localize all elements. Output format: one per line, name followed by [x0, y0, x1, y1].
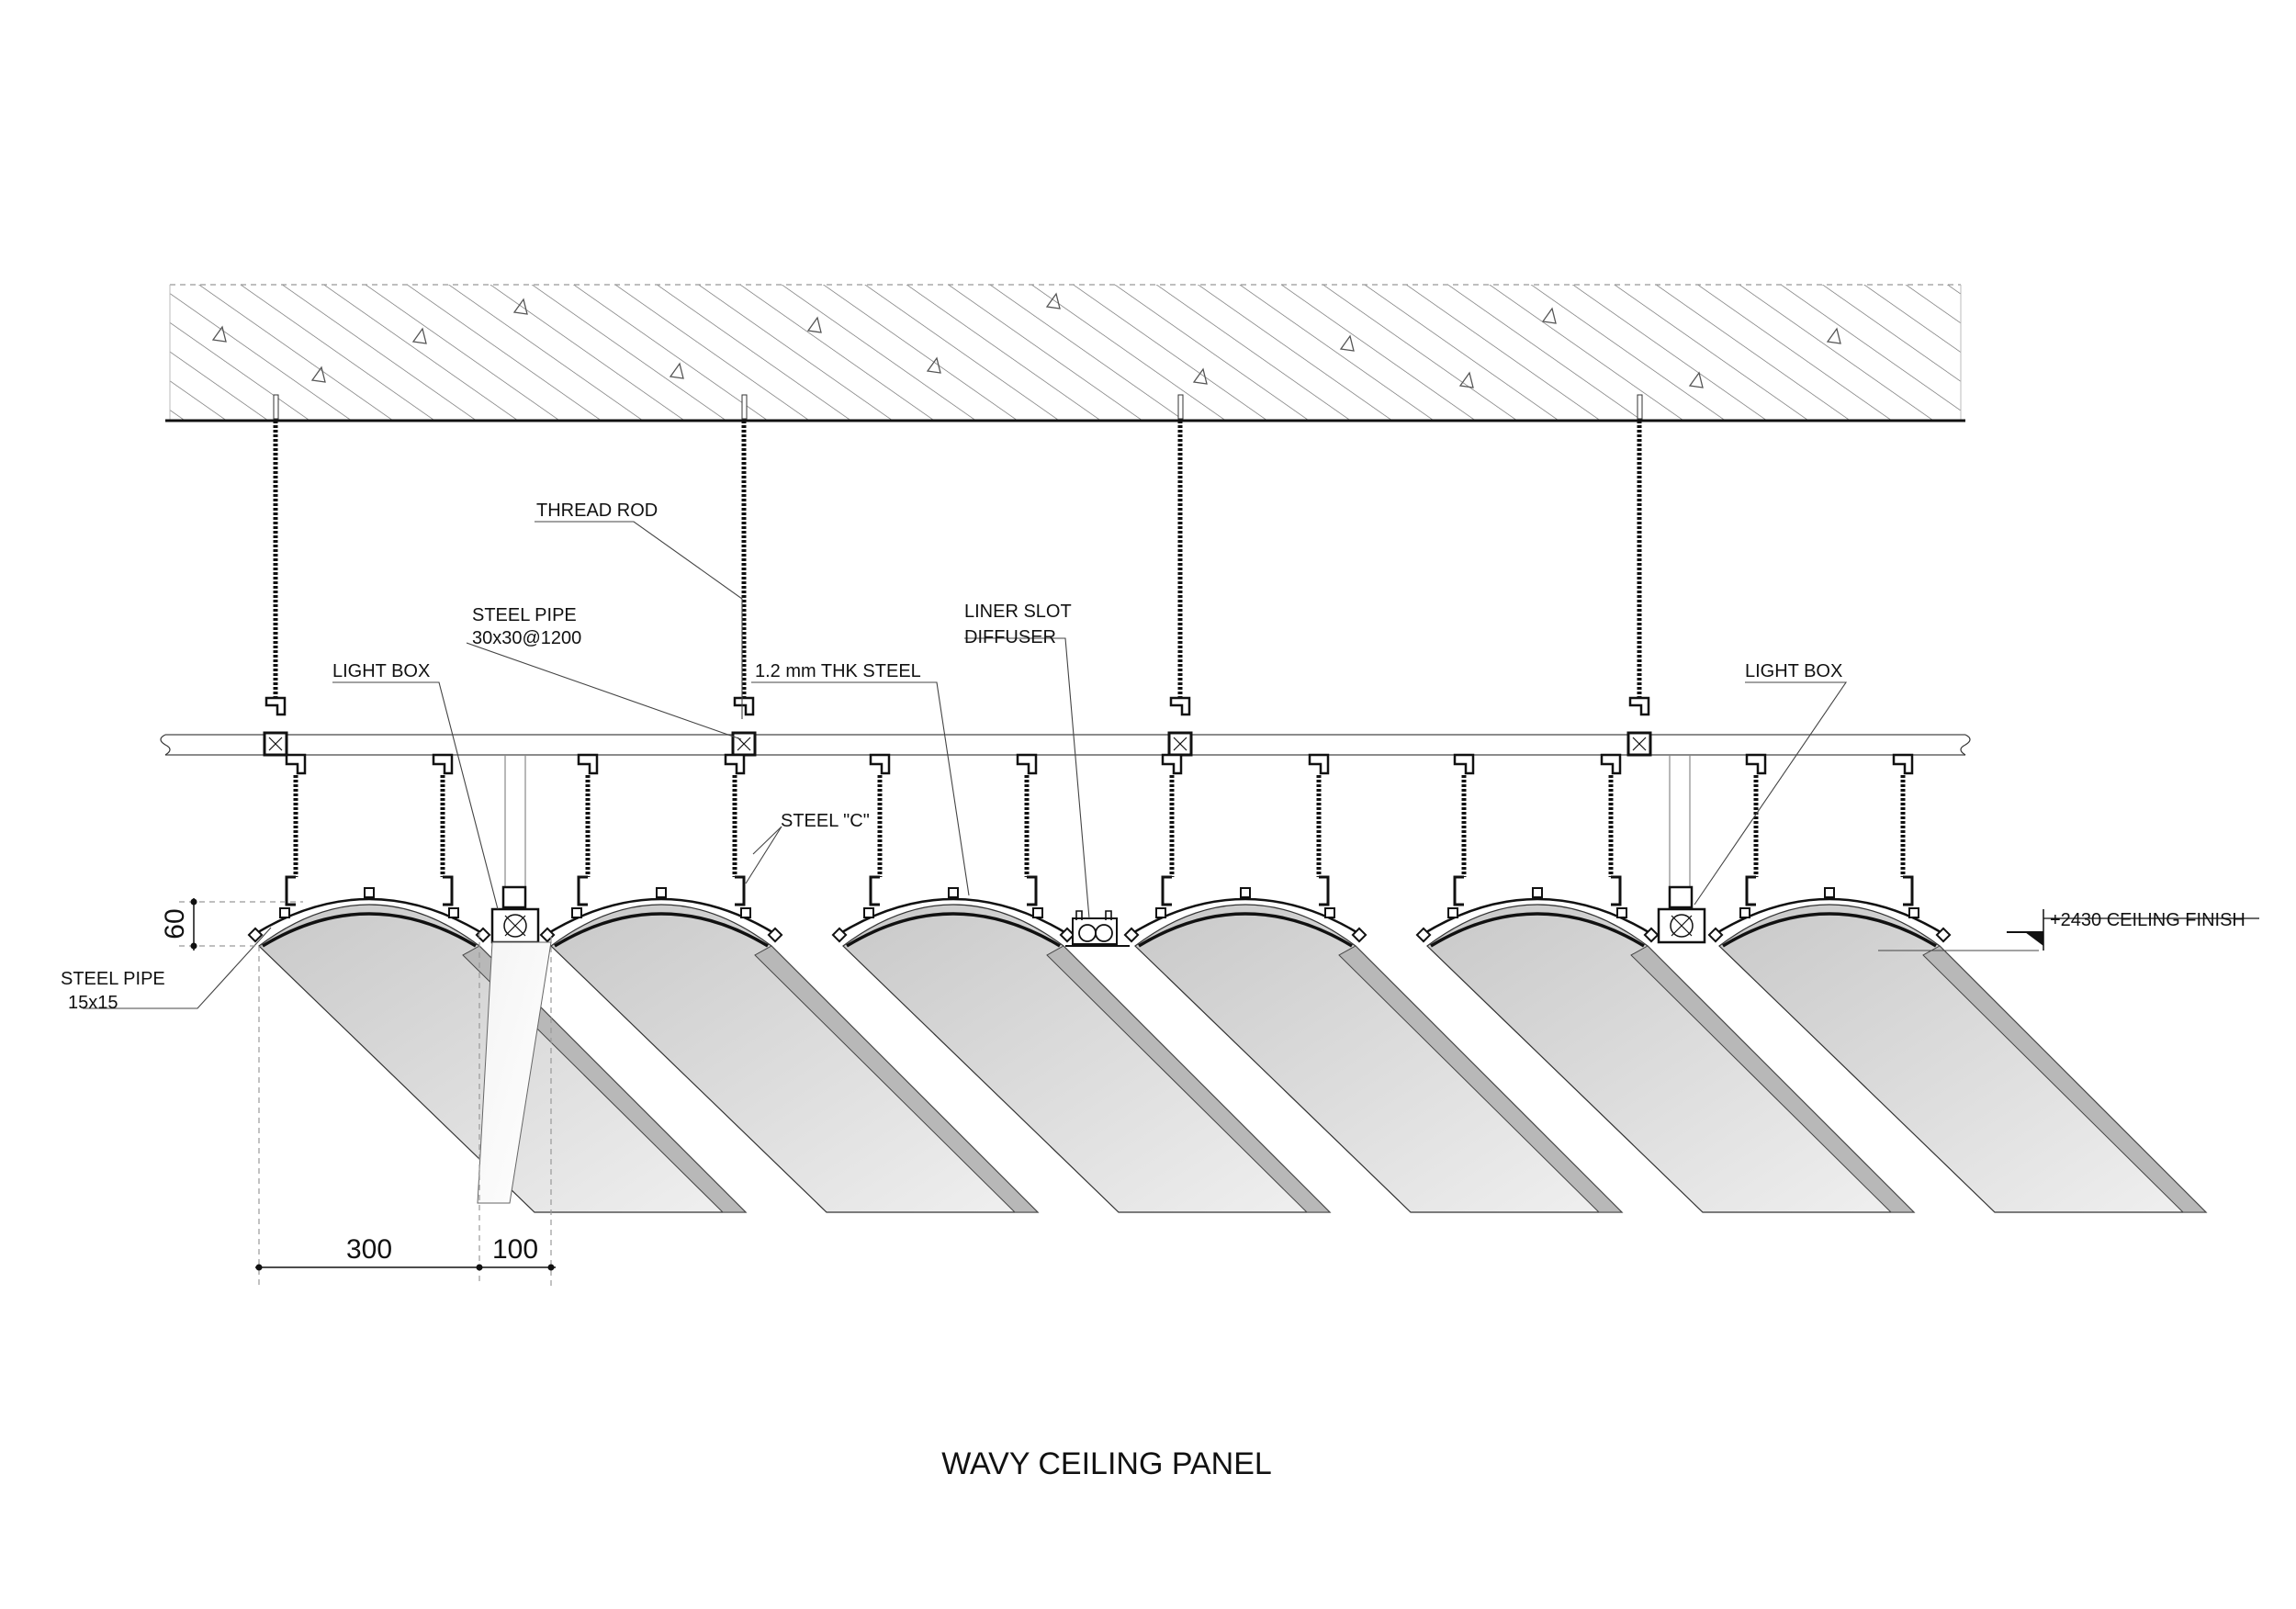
leader-lines [83, 521, 2039, 1009]
steel-c-bracket [1161, 753, 1183, 775]
label-steel-c: STEEL "C" [781, 811, 870, 831]
wavy-panels [247, 887, 2208, 1213]
steel-c-channel [1319, 875, 1330, 906]
label-thread-rod: THREAD ROD [536, 501, 658, 521]
label-light-box-left: LIGHT BOX [332, 661, 430, 681]
concrete-slab [165, 284, 1965, 422]
label-diffuser: DIFFUSER [964, 627, 1056, 647]
small-steel-pipe [656, 887, 667, 898]
steel-c-channel [1903, 875, 1914, 906]
steel-c-bracket [1600, 753, 1622, 775]
rod-bracket-2 [733, 696, 755, 716]
steel-c-channel [285, 875, 296, 906]
anchor-1 [273, 394, 279, 420]
small-steel-pipe [1032, 907, 1043, 918]
small-steel-pipe [1643, 927, 1660, 943]
main-runner [160, 734, 1971, 756]
steel-c-bracket [285, 753, 307, 775]
label-steel-pipe-main-size: 30x30@1200 [472, 628, 581, 648]
steel-c-bracket [1745, 753, 1767, 775]
small-steel-pipe [1351, 927, 1367, 943]
liner-slot-diffuser [1065, 910, 1130, 947]
hanger-brackets [285, 753, 1914, 906]
small-steel-pipe [571, 907, 582, 918]
dim-gap-width: 100 [492, 1234, 538, 1265]
panel-arc-2 [545, 897, 778, 937]
small-steel-pipe [1123, 927, 1140, 943]
panel-arc-3 [837, 897, 1070, 937]
small-steel-pipe [1616, 907, 1627, 918]
label-liner-slot: LINER SLOT [964, 602, 1072, 622]
steel-c-channel [1611, 875, 1622, 906]
small-steel-pipe [247, 927, 264, 943]
steel-c-bracket [577, 753, 599, 775]
main-steel-pipe-1 [263, 731, 288, 757]
small-steel-pipe [1532, 887, 1543, 898]
small-steel-pipe [1739, 907, 1750, 918]
small-steel-pipe [1059, 927, 1075, 943]
small-steel-pipe [279, 907, 290, 918]
panel-arc-6 [1713, 897, 1946, 937]
rod-bracket-1 [264, 696, 287, 716]
small-steel-pipe [1447, 907, 1458, 918]
steel-c-channel [443, 875, 454, 906]
small-steel-pipe [475, 927, 491, 943]
panel-arc-5 [1421, 897, 1654, 937]
drawing-title: WAVY CEILING PANEL [941, 1446, 1272, 1481]
label-ceiling-finish: +2430 CEILING FINISH [2050, 910, 2245, 930]
small-steel-pipe [1908, 907, 1919, 918]
anchor-3 [1177, 394, 1184, 420]
small-steel-pipe [831, 927, 848, 943]
small-steel-pipe [863, 907, 874, 918]
steel-c-bracket [432, 753, 454, 775]
small-steel-pipe [364, 887, 375, 898]
steel-c-channel [1453, 875, 1464, 906]
small-steel-pipe [767, 927, 783, 943]
steel-c-bracket [724, 753, 746, 775]
thread-rods-upper [263, 394, 1652, 757]
label-steel-pipe-main: STEEL PIPE [472, 605, 577, 625]
anchor-4 [1637, 394, 1643, 420]
small-steel-pipe [948, 887, 959, 898]
steel-c-bracket [1016, 753, 1038, 775]
label-thk-steel: 1.2 mm THK STEEL [755, 661, 921, 681]
light-box-right [1657, 755, 1706, 944]
thread-rods-lower [293, 775, 1906, 877]
steel-c-channel [735, 875, 746, 906]
small-steel-pipe [1824, 887, 1835, 898]
steel-c-channel [577, 875, 588, 906]
steel-c-bracket [1308, 753, 1330, 775]
rod-bracket-3 [1169, 696, 1191, 716]
small-steel-pipe [1324, 907, 1335, 918]
small-steel-pipe [1707, 927, 1724, 943]
steel-c-channel [1745, 875, 1756, 906]
dim-panel-width: 300 [346, 1234, 392, 1265]
steel-c-channel [1027, 875, 1038, 906]
small-steel-pipe [448, 907, 459, 918]
label-light-box-right: LIGHT BOX [1745, 661, 1842, 681]
steel-c-bracket [1892, 753, 1914, 775]
dim-panel-height: 60 [160, 908, 190, 939]
rod-bracket-4 [1628, 696, 1650, 716]
steel-c-bracket [1453, 753, 1475, 775]
panel-arc-1 [253, 897, 486, 937]
level-marker [2007, 909, 2259, 951]
small-steel-pipe [1415, 927, 1432, 943]
steel-c-channel [869, 875, 880, 906]
anchor-2 [741, 394, 748, 420]
small-steel-pipe [740, 907, 751, 918]
small-steel-pipe [1155, 907, 1166, 918]
label-steel-pipe-small: STEEL PIPE [61, 969, 165, 989]
steel-c-bracket [869, 753, 891, 775]
label-steel-pipe-small-size: 15x15 [68, 993, 118, 1013]
small-steel-pipe [1935, 927, 1952, 943]
steel-c-channel [1161, 875, 1172, 906]
panel-arc-4 [1129, 897, 1362, 937]
dimension-lines [179, 898, 556, 1286]
light-box-left [477, 755, 552, 1204]
small-steel-pipe [1240, 887, 1251, 898]
